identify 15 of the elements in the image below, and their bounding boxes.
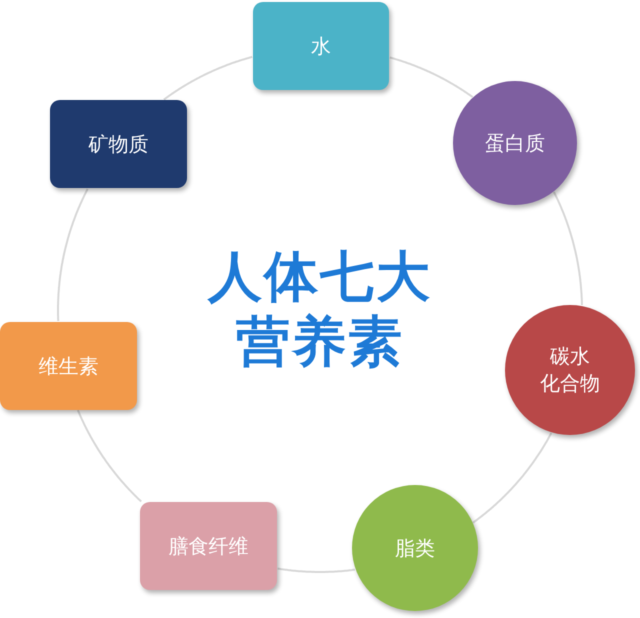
ring-arc bbox=[57, 188, 88, 322]
ring-arc bbox=[278, 568, 355, 573]
ring-arc bbox=[553, 191, 583, 306]
nutrient-box: 水 bbox=[253, 2, 389, 90]
nutrient-circle: 碳水化合物 bbox=[505, 305, 635, 435]
nutrient-circle: 脂类 bbox=[352, 485, 478, 611]
nutrient-box: 矿物质 bbox=[50, 100, 187, 188]
ring-arc bbox=[390, 56, 474, 98]
nutrient-box: 膳食纤维 bbox=[140, 502, 277, 590]
ring-arc bbox=[76, 410, 142, 502]
ring-arc bbox=[472, 432, 552, 524]
nutrient-box: 维生素 bbox=[0, 322, 137, 410]
title: 人体七大营养素 bbox=[206, 245, 433, 375]
ring-arc bbox=[163, 56, 252, 100]
nutrient-circle: 蛋白质 bbox=[453, 81, 577, 205]
